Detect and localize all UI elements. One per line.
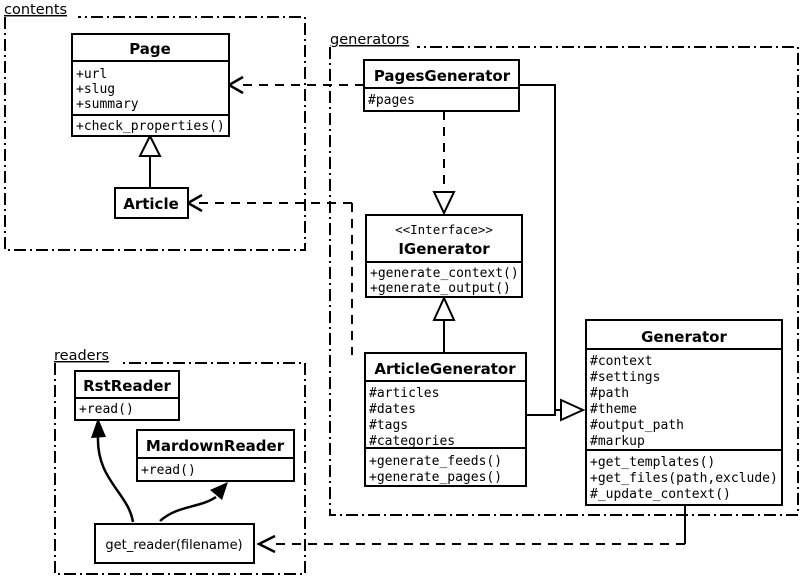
package-generators: generators xyxy=(329,32,799,516)
class-rstreader-method: +read() xyxy=(79,402,134,417)
creation-arrowhead xyxy=(91,418,106,438)
relation-articlegenerator-to-generator xyxy=(526,398,586,422)
generalization-line xyxy=(526,409,561,416)
class-page[interactable]: Page +url +slug +summary +check_properti… xyxy=(71,33,230,137)
class-article-name: Article xyxy=(123,195,179,213)
class-generator-attribute: #context xyxy=(590,354,653,369)
relation-getreader-to-rstreader xyxy=(91,418,135,523)
class-generator-method: #_update_context() xyxy=(590,487,731,502)
generalization-arrowhead xyxy=(560,398,586,422)
class-generator-attribute: #output_path xyxy=(590,418,684,433)
class-generator-attribute: #theme xyxy=(590,402,637,417)
package-contents: contents xyxy=(4,2,306,251)
class-page-name: Page xyxy=(129,40,171,58)
class-igenerator-method: +generate_output() xyxy=(370,281,511,296)
class-pagesgenerator-attribute: #pages xyxy=(368,93,415,108)
dependency-arrowhead xyxy=(226,75,244,95)
class-generator-attribute: #markup xyxy=(590,434,645,449)
class-mardownreader-name: MardownReader xyxy=(146,437,285,455)
creation-curve xyxy=(159,495,217,522)
package-readers-label: readers xyxy=(54,348,109,364)
class-igenerator-name: IGenerator xyxy=(398,240,490,258)
generalization-arrowhead xyxy=(138,133,162,157)
class-articlegenerator-name: ArticleGenerator xyxy=(374,360,516,378)
relation-generator-to-getreader xyxy=(256,505,686,554)
class-articlegenerator-attribute: #categories xyxy=(369,434,455,449)
class-generator-method: +get_templates() xyxy=(590,455,715,470)
relation-pagesgenerator-to-igenerator xyxy=(432,111,456,216)
class-page-attribute: +summary xyxy=(76,97,139,112)
package-generators-label: generators xyxy=(330,32,409,48)
class-page-attribute: +url xyxy=(76,67,107,82)
class-igenerator-stereotype: <<Interface>> xyxy=(395,222,493,237)
relation-pagesgenerator-to-page xyxy=(226,75,364,95)
class-igenerator-method: +generate_context() xyxy=(370,266,519,281)
function-get-reader-box xyxy=(94,523,255,564)
class-articlegenerator-box xyxy=(364,352,527,487)
package-contents-label: contents xyxy=(4,2,67,18)
class-igenerator[interactable]: <<Interface>> IGenerator +generate_conte… xyxy=(365,214,523,298)
class-page-method: +check_properties() xyxy=(76,119,225,134)
class-generator-name: Generator xyxy=(641,328,727,346)
class-mardownreader[interactable]: MardownReader +read() xyxy=(136,429,295,482)
function-get-reader[interactable]: get_reader(filename) xyxy=(94,523,255,564)
class-igenerator-box xyxy=(365,214,523,298)
creation-curve xyxy=(96,434,135,523)
relation-articlegenerator-to-igenerator xyxy=(432,295,456,355)
dependency-arrowhead xyxy=(256,534,276,554)
realization-arrowhead xyxy=(432,191,456,216)
class-articlegenerator-method: +generate_feeds() xyxy=(369,454,502,469)
package-generators-border xyxy=(329,46,799,516)
class-articlegenerator-attribute: #articles xyxy=(369,386,439,401)
package-readers: readers xyxy=(54,348,306,575)
class-articlegenerator-attribute: #tags xyxy=(369,418,408,433)
class-articlegenerator[interactable]: ArticleGenerator #articles #dates #tags … xyxy=(364,352,527,487)
class-generator-method: +get_files(path,exclude) xyxy=(590,471,778,486)
class-article[interactable]: Article xyxy=(114,187,189,219)
relation-getreader-to-mardownreader xyxy=(159,482,228,522)
package-readers-border xyxy=(54,362,306,575)
class-rstreader-box xyxy=(74,370,180,421)
creation-arrowhead xyxy=(210,482,228,500)
class-generator-attribute: #settings xyxy=(590,370,660,385)
package-contents-border xyxy=(4,16,306,251)
generalization-arrowhead xyxy=(432,295,456,321)
class-generator[interactable]: Generator #context #settings #path #them… xyxy=(585,319,783,506)
class-generator-attribute: #path xyxy=(590,386,629,401)
class-pagesgenerator-name: PagesGenerator xyxy=(374,67,511,85)
class-generator-box xyxy=(585,319,783,506)
function-get-reader-label: get_reader(filename) xyxy=(105,538,242,553)
class-page-box xyxy=(71,33,230,137)
class-articlegenerator-attribute: #dates xyxy=(369,402,416,417)
class-page-attribute: +slug xyxy=(76,82,115,97)
relation-article-to-page xyxy=(138,133,162,188)
class-rstreader-name: RstReader xyxy=(83,377,171,395)
class-rstreader[interactable]: RstReader +read() xyxy=(74,370,180,421)
class-pagesgenerator-box xyxy=(363,59,520,112)
class-pagesgenerator[interactable]: PagesGenerator #pages xyxy=(363,59,520,112)
class-article-box xyxy=(114,187,189,219)
class-mardownreader-method: +read() xyxy=(141,463,196,478)
class-articlegenerator-method: +generate_pages() xyxy=(369,470,502,485)
class-mardownreader-box xyxy=(136,429,295,482)
relation-articlegenerator-to-article xyxy=(185,193,353,355)
